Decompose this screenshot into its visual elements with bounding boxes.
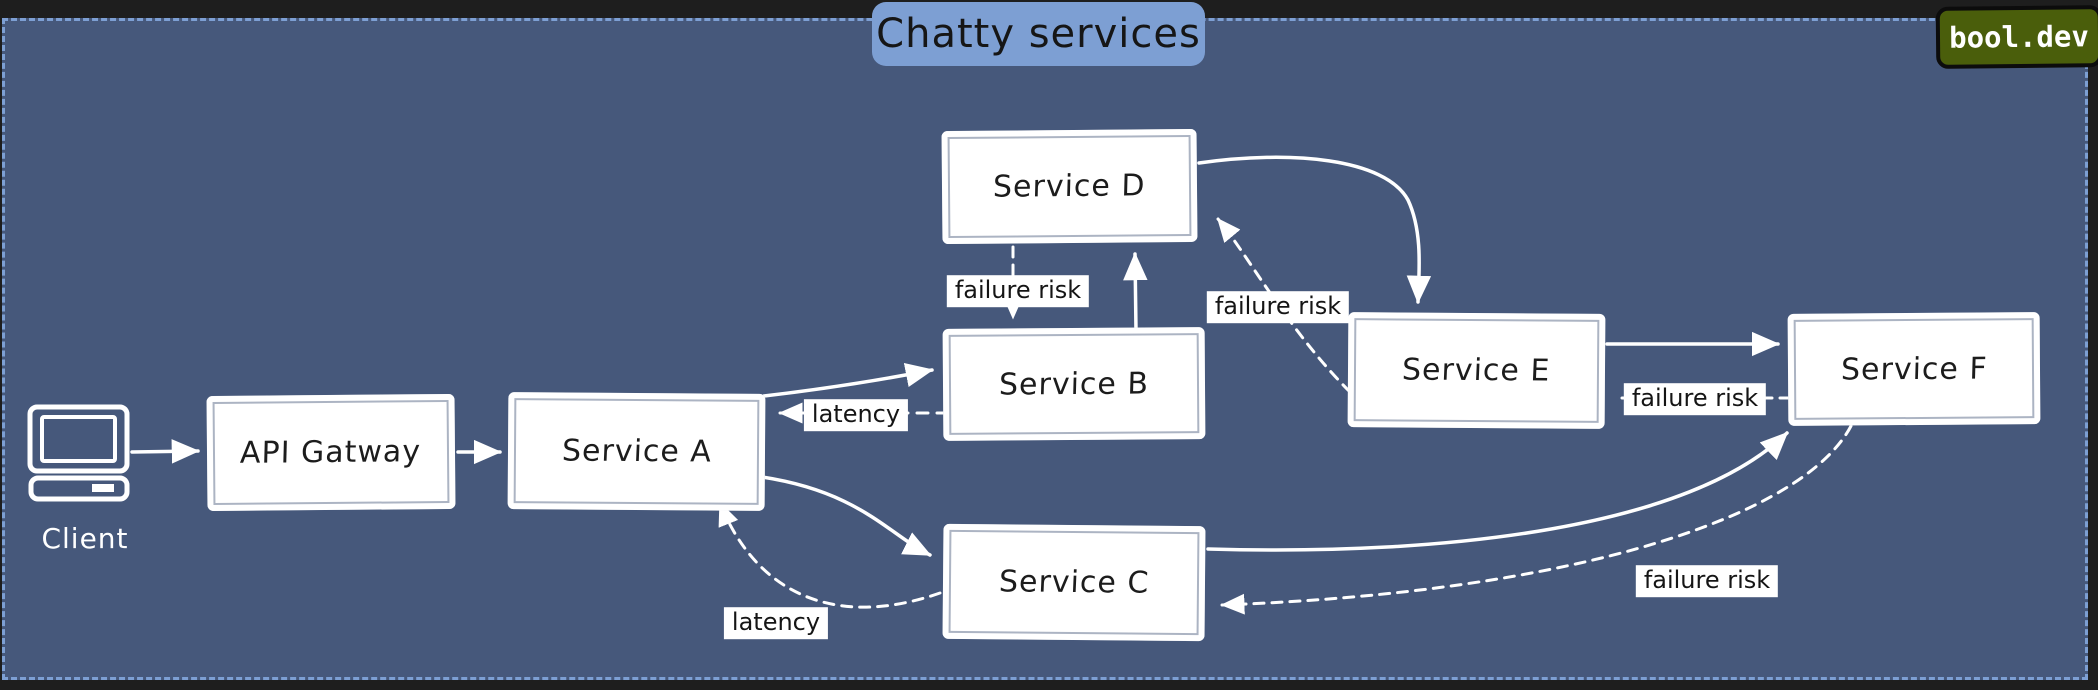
node-service-d[interactable]: Service D bbox=[941, 128, 1198, 245]
edge-service-d-to-service-e[interactable] bbox=[1197, 155, 1432, 304]
diagram-title[interactable]: Chatty services bbox=[872, 2, 1205, 66]
node-service-a-label: Service A bbox=[560, 433, 713, 470]
edge-service-a-to-service-c[interactable] bbox=[760, 475, 932, 557]
booldev-badge-text: bool.dev bbox=[1948, 19, 2090, 55]
edge-client-to-gateway[interactable] bbox=[130, 439, 200, 464]
node-service-f[interactable]: Service F bbox=[1787, 312, 2041, 426]
node-service-f-label: Service F bbox=[1840, 350, 1988, 388]
edge-label-failure-e-d[interactable]: failure risk bbox=[1206, 291, 1350, 323]
diagram-title-text: Chatty services bbox=[876, 11, 1201, 57]
edge-label-failure-f-e[interactable]: failure risk bbox=[1623, 383, 1767, 415]
edge-label-failure-d-b[interactable]: failure risk bbox=[946, 275, 1090, 307]
node-service-d-label: Service D bbox=[992, 168, 1147, 205]
edge-label-latency-b-a[interactable]: latency bbox=[803, 399, 909, 431]
node-service-b-label: Service B bbox=[998, 365, 1150, 403]
edge-service-c-to-service-f[interactable] bbox=[1206, 431, 1789, 552]
node-service-e[interactable]: Service E bbox=[1347, 312, 1606, 429]
computer-icon[interactable] bbox=[27, 404, 130, 502]
edge-service-f-to-service-c-failure[interactable] bbox=[1220, 424, 1853, 615]
edge-label-latency-c-a[interactable]: latency bbox=[723, 607, 829, 639]
node-service-c[interactable]: Service C bbox=[942, 523, 1206, 642]
node-service-e-label: Service E bbox=[1401, 352, 1552, 389]
edge-service-c-to-service-a-latency[interactable] bbox=[718, 501, 942, 609]
edge-label-failure-f-c[interactable]: failure risk bbox=[1635, 565, 1779, 597]
node-api-gateway-label: API Gatway bbox=[239, 434, 422, 471]
booldev-badge: bool.dev bbox=[1935, 5, 2098, 69]
node-api-gateway[interactable]: API Gatway bbox=[206, 393, 456, 512]
node-service-b[interactable]: Service B bbox=[942, 327, 1206, 441]
node-service-c-label: Service C bbox=[998, 564, 1150, 601]
edge-service-e-to-service-d-failure[interactable] bbox=[1216, 217, 1352, 394]
edge-service-b-to-service-d[interactable] bbox=[1123, 252, 1148, 333]
node-service-a[interactable]: Service A bbox=[507, 392, 766, 511]
edge-service-a-to-service-b[interactable] bbox=[762, 363, 934, 398]
client-label[interactable]: Client bbox=[41, 522, 129, 555]
